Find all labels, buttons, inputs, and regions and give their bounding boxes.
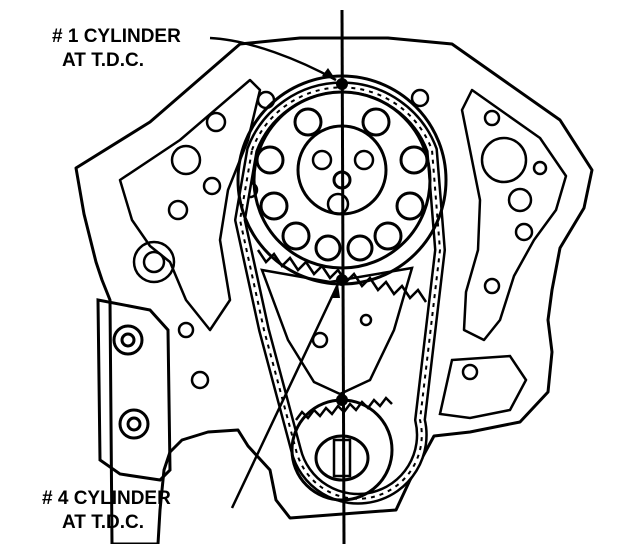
bolt-hole <box>483 109 501 127</box>
bolt-hole <box>480 136 528 184</box>
bolt-hole <box>190 370 210 390</box>
bolt-hole <box>514 222 534 242</box>
bolt-hole <box>132 240 176 284</box>
leader-cylinder-4 <box>230 283 340 509</box>
cylinder-1-tdc-label: AT T.D.C. <box>62 50 144 71</box>
cam-bolts <box>311 149 375 216</box>
cylinder-4-label: # 4 CYLINDER <box>42 488 171 509</box>
cylinder-1-label: # 1 CYLINDER <box>52 26 181 47</box>
bolt-hole <box>177 321 195 339</box>
bolt-hole <box>167 199 189 221</box>
bolt-hole <box>256 90 276 110</box>
block-lower-right <box>438 354 528 420</box>
tdc-reference-line <box>340 9 346 544</box>
bolt-hole <box>202 176 222 196</box>
bolt-hole <box>170 144 202 176</box>
bolt-hole <box>410 88 430 108</box>
bolt-hole <box>507 187 533 213</box>
block-inner-left <box>118 78 262 332</box>
bolt-hole <box>311 331 329 349</box>
block-holes <box>132 88 548 390</box>
block-inner-right <box>460 88 568 342</box>
bracket-bolt <box>112 324 144 356</box>
bracket-bolt <box>126 416 142 432</box>
bolt-hole <box>205 111 227 133</box>
bolt-hole <box>483 277 501 295</box>
bolt-hole <box>461 363 479 381</box>
bolt-hole <box>142 250 166 274</box>
leader-cylinder-1 <box>209 36 337 82</box>
bracket-bolt <box>118 408 150 440</box>
bracket-bolt <box>120 332 136 348</box>
crankshaft-sprocket <box>290 396 394 502</box>
cylinder-4-tdc-label: AT T.D.C. <box>62 512 144 533</box>
bolt-hole <box>532 160 548 176</box>
engine-block-outline <box>74 36 594 544</box>
left-bracket <box>96 298 172 482</box>
bolt-hole <box>359 313 373 327</box>
sprocket-holes <box>255 107 429 262</box>
